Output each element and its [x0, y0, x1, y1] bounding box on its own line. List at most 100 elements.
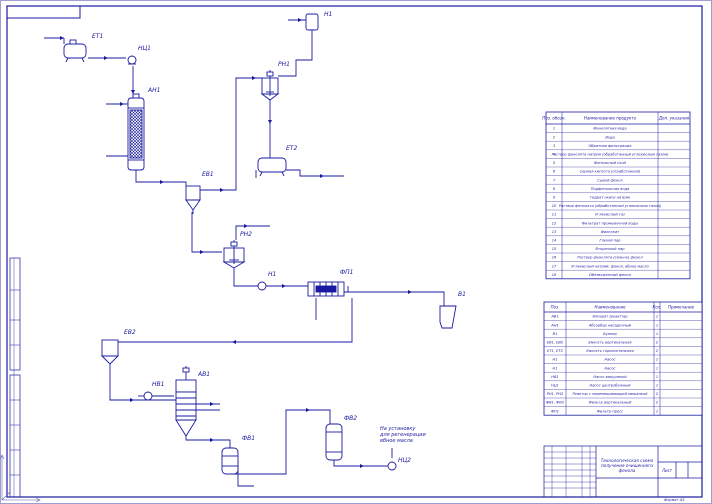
table-cell: НВ1	[551, 375, 558, 379]
label-fv1: ФВ1	[242, 435, 255, 442]
table-cell: 6	[553, 170, 556, 174]
pump-n1	[257, 281, 267, 291]
table-cell: ФП1	[551, 409, 559, 413]
label-et2: ЕТ2	[286, 145, 297, 152]
table-cell: 4	[553, 153, 556, 157]
axis-mark-icon	[0, 454, 41, 503]
label-fp1: ФП1	[340, 269, 354, 276]
pump-nc1	[127, 55, 137, 65]
table-cell: ЕТ1, ЕТ2	[547, 349, 564, 353]
table-cell: 1	[656, 375, 658, 379]
table-cell: 5	[553, 161, 556, 165]
table-cell: 1	[656, 323, 658, 327]
table-cell: 1	[656, 384, 658, 388]
vessel-ev1	[185, 185, 201, 214]
label-n1-top: Н1	[324, 11, 332, 18]
table-cell: Фильтр вертикальный	[589, 401, 632, 405]
table-cell: НЦ1	[551, 384, 559, 388]
table-cell: Фильтрат промывочной воды	[582, 221, 638, 225]
table-cell: Емкость вертикальная	[588, 341, 632, 345]
table-cell: Сырой фенол	[597, 178, 623, 182]
table-cell: Реактор с перемешивающей мешалкой	[572, 392, 648, 396]
table-cell: 2	[656, 392, 659, 396]
table-cell: Насос вакуумный	[593, 375, 627, 379]
pump-nc2	[387, 461, 397, 471]
table-header-cell: Доп. указания	[658, 116, 690, 121]
table-cell: Вторичный пар	[596, 247, 626, 251]
table-cell: 1	[553, 127, 555, 131]
note-line-2: для регенерации	[379, 432, 426, 438]
table-header-cell: Примечание	[668, 305, 695, 310]
table-cell: ФВ1, ФВ2	[546, 401, 565, 405]
table-cell: В1	[553, 332, 558, 336]
vessel-h1-top	[305, 13, 319, 31]
table-cell: Раствор фенолята (обработанный углекислы…	[559, 204, 662, 208]
table-header-cell: Кол.	[652, 305, 661, 310]
reactor-rn2	[222, 240, 246, 269]
table-cell: Насос	[604, 358, 615, 362]
title-block-title: Технологическая схема получения очищенно…	[600, 458, 654, 473]
table-cell: Н1	[553, 358, 558, 362]
table-cell: 8	[553, 187, 556, 191]
label-nc1: НЦ1	[138, 45, 151, 52]
note-line-3: вбное масла	[380, 438, 413, 444]
label-fv2: ФВ2	[344, 415, 357, 422]
table-cell: 3	[553, 144, 556, 148]
table-cell: 15	[552, 247, 557, 251]
title-block-title-box: Технологическая схема получения очищенно…	[600, 458, 654, 473]
table-cell: 2	[656, 401, 659, 405]
filter-fv2	[325, 423, 343, 461]
table-header-cell: Наименование продукта	[584, 116, 637, 121]
table-cell: 14	[552, 239, 557, 243]
reactor-rn1	[260, 70, 280, 101]
note-line-1: На установку	[380, 426, 416, 432]
title-block	[543, 445, 703, 498]
table-cell: 1	[656, 409, 658, 413]
table-cell: 13	[552, 230, 557, 234]
table-cell: Обратная фильтрация	[589, 144, 633, 148]
table-cell: 1	[656, 332, 658, 336]
vacuum-pump-nv1	[143, 391, 153, 401]
table-cell: Аппарат (реактор)	[591, 315, 628, 319]
table-cell: 2	[656, 349, 659, 353]
table-cell: Глухой пар	[599, 239, 621, 243]
table-cell: Фенолятная вода	[593, 127, 626, 131]
label-nv1: НВ1	[152, 381, 164, 388]
table-cell: 2	[553, 135, 556, 139]
label-et1: ЕТ1	[92, 33, 103, 40]
table-cell: Раствор фенолята (сильно) фенол	[577, 256, 643, 260]
label-an1: АН1	[147, 87, 160, 94]
table-cell: Фильтр-пресс	[597, 409, 623, 413]
label-ev1: ЕВ1	[202, 171, 214, 178]
equipment-labels: ЕТ1 НЦ1 АН1 Н1 РН1 ЕТ2 ЕВ1 РН2 Н1 ФП1 В1…	[92, 11, 466, 464]
table-cell: 10	[552, 204, 557, 208]
absorber-an1	[127, 93, 145, 171]
filter-press-fp1	[307, 281, 345, 297]
table-cell: 12	[552, 221, 557, 225]
table-cell: Насос центробежный	[590, 384, 632, 388]
apparatus-av1	[175, 366, 197, 437]
table-cell: Подфенольная вода	[591, 187, 630, 191]
label-nc2: НЦ2	[398, 457, 411, 464]
table-cell: 2	[656, 341, 659, 345]
table-cell: 1	[656, 358, 658, 362]
table-cell: АН1	[550, 323, 558, 327]
table-header-cell: Поз.	[551, 305, 560, 310]
tank-et2	[257, 157, 287, 177]
table-cell: Фенольный слой	[594, 161, 626, 165]
equipment	[63, 13, 457, 475]
tank-et1	[63, 39, 87, 63]
label-ev2: ЕВ2	[124, 329, 136, 336]
table-cell: Емкость горизонтальная	[586, 349, 634, 353]
title-block-format: Формат А3	[664, 498, 685, 502]
table-cell: 18	[552, 273, 557, 277]
label-rn2: РН2	[240, 231, 252, 238]
table-cell: АВ1	[550, 315, 558, 319]
label-rn1: РН1	[278, 61, 290, 68]
filter-fv1	[221, 447, 239, 475]
table-cell: Обезвоженный фенол	[589, 273, 632, 277]
table-cell: 1	[656, 366, 658, 370]
